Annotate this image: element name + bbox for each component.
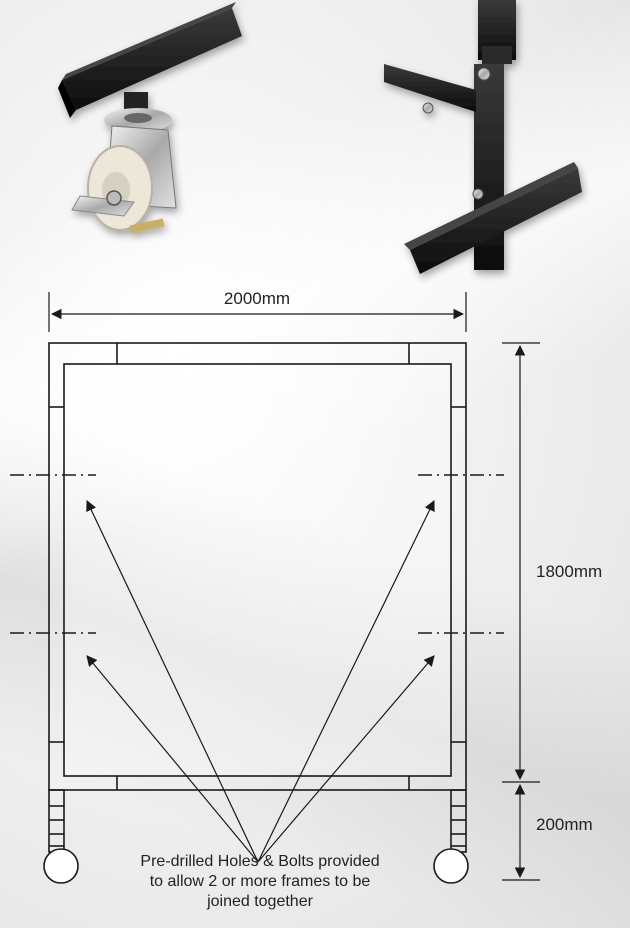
height-label: 1800mm [536, 562, 602, 581]
castor-wheel-photo [58, 2, 242, 234]
caption-line-3: joined together [207, 893, 313, 910]
left-leg [43, 789, 79, 884]
height-dimension: 1800mm [502, 342, 602, 783]
width-label: 2000mm [224, 289, 290, 308]
holes-caption: Pre-drilled Holes & Bolts provided to al… [100, 852, 420, 912]
leg-label: 200mm [536, 815, 593, 834]
right-leg [433, 789, 469, 884]
width-dimension: 2000mm [48, 289, 467, 332]
hole-centre-lines [10, 474, 504, 634]
pointer-arrows [86, 500, 435, 863]
caption-line-2: to allow 2 or more frames to be [149, 873, 371, 890]
frame-foot-photo [384, 0, 582, 274]
caption-line-1: Pre-drilled Holes & Bolts provided [140, 853, 380, 870]
leg-dimension: 200mm [502, 783, 593, 881]
frame-outline [48, 342, 467, 791]
